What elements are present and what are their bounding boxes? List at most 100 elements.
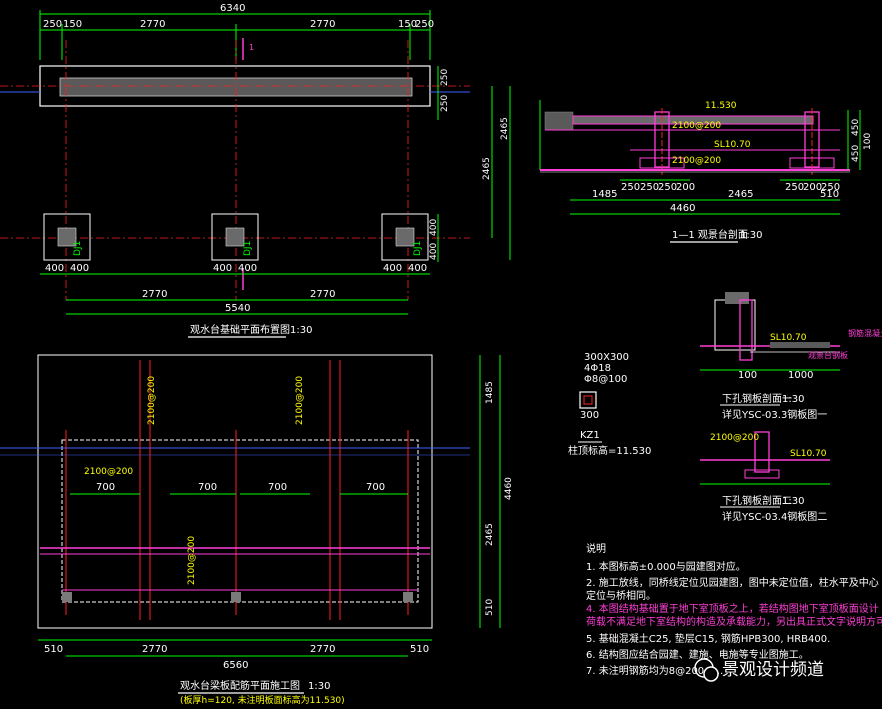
sec-dim-5: 250 (785, 182, 804, 193)
d2-label-2: SL10.70 (790, 449, 827, 459)
d2-label-1: 2100@200 (710, 433, 759, 443)
kz1-spec-3: Φ8@100 (584, 374, 627, 385)
notes-heading: 说明 (586, 542, 606, 555)
sec-dim-6: 200 (803, 182, 822, 193)
kz1-column: 300X300 4Φ18 Φ8@100 300 KZ1 柱顶标高=11.530 (568, 352, 651, 457)
plan-bottom-scale: 1:30 (308, 681, 330, 692)
elev-top: 11.530 (705, 101, 737, 111)
bot-right-510: 510 (485, 599, 495, 616)
bot-dim-510-b: 510 (410, 644, 429, 655)
dim-2770-b: 2770 (310, 19, 335, 30)
kz1-dim: 300 (580, 410, 599, 421)
inner-dim-3: 700 (268, 482, 287, 493)
rebar-v-2: 2100@200 (295, 376, 305, 425)
rebar-h-1: 2100@200 (84, 467, 133, 477)
pad-dim-2: 400 (70, 263, 89, 274)
right-dim-b: 250 (440, 69, 450, 86)
ground-beam (39, 65, 431, 107)
note-line-2: 2. 施工放线，同桥线定位见园建图，图中未定位值，柱水平及中心 (586, 576, 879, 589)
mid-dim-b: 2770 (310, 289, 335, 300)
detail-1: 100 1000 SL10.70 观景台钢板 钢筋混凝土 下孔钢板剖面一 1:3… (700, 292, 882, 421)
pad-dim-4: 400 (238, 263, 257, 274)
note-line-8: 7. 未注明钢筋均为8@200...... (586, 664, 723, 677)
note-line-6: 5. 基础混凝土C25, 垫层C15, 钢筋HPB300, HRB400. (586, 632, 830, 645)
dim-250: 250 (43, 19, 62, 30)
detail-2: 2100@200 SL10.70 下孔钢板剖面二 1:30 详见YSC-03.4… (700, 431, 830, 523)
watermark: 景观设计频道 (694, 658, 824, 682)
plan-bottom-subtitle: (板厚h=120, 未注明板面标高为11.530) (180, 694, 345, 706)
d1-label-1: SL10.70 (770, 333, 807, 343)
kz1-spec-2: 4Φ18 (584, 363, 611, 374)
bottom-overall: 5540 (225, 303, 250, 314)
sec-2465: 2465 (728, 189, 753, 200)
d1-dim-100: 100 (738, 370, 757, 381)
detail2-scale: 1:30 (782, 496, 804, 507)
sec-right-3: 100 (863, 133, 873, 150)
right-2465-b: 2465 (482, 157, 492, 180)
footing-pad-2: DJ1 (211, 213, 259, 261)
plan-bottom: 700 700 700 700 2100@200 2100@200 2100@2… (0, 354, 514, 706)
inner-dim-4: 700 (366, 482, 385, 493)
dim-2770-a: 2770 (140, 19, 165, 30)
pad-dim-6: 400 (408, 263, 427, 274)
d1-label-3: 钢筋混凝土 (848, 328, 882, 338)
pad-dim-1: 400 (45, 263, 64, 274)
section-1-1: 11.530 SL10.70 2100@200 2100@200 250 250… (539, 100, 873, 243)
rebar-v-3: 2100@200 (187, 536, 197, 585)
sec-510: 510 (820, 189, 839, 200)
kz1-label: KZ1 (580, 430, 600, 441)
footing-tag-2: DJ1 (243, 241, 253, 256)
mid-dim-a: 2770 (142, 289, 167, 300)
section-scale: 1:30 (740, 230, 762, 241)
bot-overall: 6560 (223, 660, 248, 671)
d1-label-2: 观景台钢板 (808, 350, 848, 360)
dim-150: 150 (63, 19, 82, 30)
sec-right-1: 450 (851, 119, 861, 136)
sec-dim-2: 250 (640, 182, 659, 193)
notes: 说明 1. 本图标高±0.000与园建图对应。 2. 施工放线，同桥线定位见园建… (586, 542, 882, 677)
overall-dim: 6340 (220, 3, 245, 14)
sec-overall: 4460 (670, 203, 695, 214)
plan-top-title: 观水台基础平面布置图 (190, 323, 290, 336)
d1-dim-1000: 1000 (788, 370, 813, 381)
kz1-elev: 柱顶标高=11.530 (568, 444, 651, 457)
sec-dim-1: 250 (621, 182, 640, 193)
watermark-text: 景观设计频道 (722, 660, 824, 680)
pad-right-a: 400 (429, 219, 439, 236)
plan-top-scale: 1:30 (290, 325, 312, 336)
section-mark-top: 1 (249, 43, 254, 52)
footing-tag-3: DJ1 (413, 241, 423, 256)
bot-dim-2770-b: 2770 (310, 644, 335, 655)
detail2-ref: 详见YSC-03.4钢板图二 (722, 510, 827, 523)
note-line-1: 1. 本图标高±0.000与园建图对应。 (586, 560, 746, 573)
section-title: 1—1 观景台剖面 (672, 228, 748, 241)
sec-1485: 1485 (592, 189, 617, 200)
detail1-ref: 详见YSC-03.3钢板图一 (722, 408, 827, 421)
sec-dim-7: 250 (821, 182, 840, 193)
detail1-title: 下孔钢板剖面一 (722, 392, 792, 405)
inner-dim-1: 700 (96, 482, 115, 493)
sec-dim-4: 200 (676, 182, 695, 193)
right-2465-a: 2465 (500, 117, 510, 140)
elev-beam: SL10.70 (714, 140, 751, 150)
inner-dim-2: 700 (198, 482, 217, 493)
note-line-5: 荷载不满足地下室结构的构造及承载能力，另出具正式文字说明方可施工。 (586, 615, 882, 628)
rebar-v-1: 2100@200 (147, 376, 157, 425)
bot-right-overall: 4460 (504, 477, 514, 500)
pad-dim-5: 400 (383, 263, 402, 274)
kz1-spec-1: 300X300 (584, 352, 629, 363)
bot-dim-510-a: 510 (44, 644, 63, 655)
rebar-label-a: 2100@200 (672, 121, 721, 131)
dim-150-b: 150 (398, 19, 417, 30)
note-line-4: 4. 本图结构基础置于地下室顶板之上，若结构图地下室顶板面设计 (586, 602, 879, 615)
sec-dim-3: 250 (658, 182, 677, 193)
bot-right-2465: 2465 (485, 523, 495, 546)
sec-right-2: 450 (851, 145, 861, 162)
detail1-scale: 1:30 (782, 394, 804, 405)
plan-bottom-title: 观水台梁板配筋平面施工图 (180, 679, 300, 692)
bot-right-1485: 1485 (485, 381, 495, 404)
detail2-title: 下孔钢板剖面二 (722, 494, 792, 507)
dim-250-b: 250 (415, 19, 434, 30)
